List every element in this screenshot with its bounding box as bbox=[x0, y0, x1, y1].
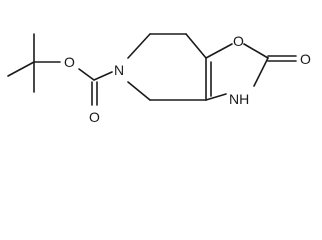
ring-oxygen-label: O bbox=[233, 33, 244, 49]
carbamate-group bbox=[78, 68, 113, 106]
bond-tbu-methyl-left bbox=[7, 61, 35, 77]
piperidine-ring bbox=[127, 33, 207, 101]
bond-n-to-ch2-bottom bbox=[127, 81, 151, 101]
bond-c3a-to-nh bbox=[205, 93, 227, 101]
oxazolone-ring bbox=[205, 43, 297, 101]
bond-carbonyl-to-ring-nitrogen bbox=[93, 71, 113, 81]
ester-oxygen-label: O bbox=[64, 54, 75, 70]
bond-c7a-to-ring-oxygen bbox=[205, 43, 233, 59]
bond-n-to-ch2-top bbox=[127, 33, 151, 59]
ring-nitrogen-label: N bbox=[114, 62, 124, 78]
bond-c2-to-nh bbox=[253, 57, 269, 87]
carbonyl-oxygen-right-label: O bbox=[300, 51, 311, 67]
tert-butyl-group bbox=[7, 33, 61, 93]
fused-double-bond bbox=[205, 57, 212, 101]
amide-nh-label: NH bbox=[229, 91, 249, 107]
bond-ring-oxygen-to-c2 bbox=[243, 43, 269, 59]
bond-ch2-to-c7a bbox=[185, 33, 207, 59]
bond-ester-oxygen-to-carbonyl bbox=[78, 68, 95, 81]
chemical-structure: O O N O O NH bbox=[7, 33, 311, 125]
carbonyl-oxygen-bottom-label: O bbox=[89, 109, 100, 125]
